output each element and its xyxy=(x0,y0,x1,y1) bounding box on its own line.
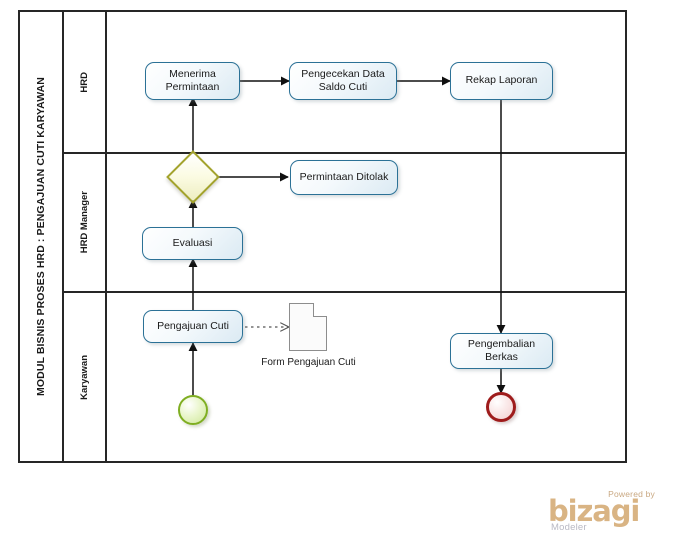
lane-header-karyawan: Karyawan xyxy=(64,291,105,461)
task-label: Menerima Permintaan xyxy=(165,67,220,93)
task-pengembalian-berkas[interactable]: Pengembalian Berkas xyxy=(450,333,553,369)
start-event[interactable] xyxy=(178,395,208,425)
lane-header-hrd-manager: HRD Manager xyxy=(64,152,105,291)
bizagi-wordmark: bizagi xyxy=(548,494,640,528)
task-label: Pengajuan Cuti xyxy=(157,319,229,332)
task-label: Pengembalian Berkas xyxy=(467,337,536,363)
lane-body-hrd-manager xyxy=(107,152,625,291)
document-fold-icon xyxy=(313,303,327,317)
bizagi-logo: Powered by bizagi Modeler xyxy=(548,489,658,537)
task-rekap-laporan[interactable]: Rekap Laporan xyxy=(450,62,553,100)
task-pengecekan-data-saldo-cuti[interactable]: Pengecekan Data Saldo Cuti xyxy=(289,62,397,100)
task-menerima-permintaan[interactable]: Menerima Permintaan xyxy=(145,62,240,100)
task-label: Pengecekan Data Saldo Cuti xyxy=(301,67,385,93)
end-event[interactable] xyxy=(486,392,516,422)
data-object-form-pengajuan-cuti[interactable] xyxy=(289,303,327,351)
bizagi-edition-label: Modeler xyxy=(551,522,587,533)
powered-by-label: Powered by xyxy=(608,489,655,499)
lane-body-karyawan xyxy=(107,291,625,461)
task-permintaan-ditolak[interactable]: Permintaan Ditolak xyxy=(290,160,398,195)
task-label: Rekap Laporan xyxy=(465,74,538,87)
task-label: Permintaan Ditolak xyxy=(299,170,389,183)
task-label: Evaluasi xyxy=(172,236,213,249)
data-object-label: Form Pengajuan Cuti xyxy=(261,357,356,368)
pool-title: MODUL BISNIS PROSES HRD : PENGAJUAN CUTI… xyxy=(20,12,64,461)
task-evaluasi[interactable]: Evaluasi xyxy=(142,227,243,260)
lane-label-column: HRD HRD Manager Karyawan xyxy=(64,12,107,461)
task-pengajuan-cuti[interactable]: Pengajuan Cuti xyxy=(143,310,243,343)
